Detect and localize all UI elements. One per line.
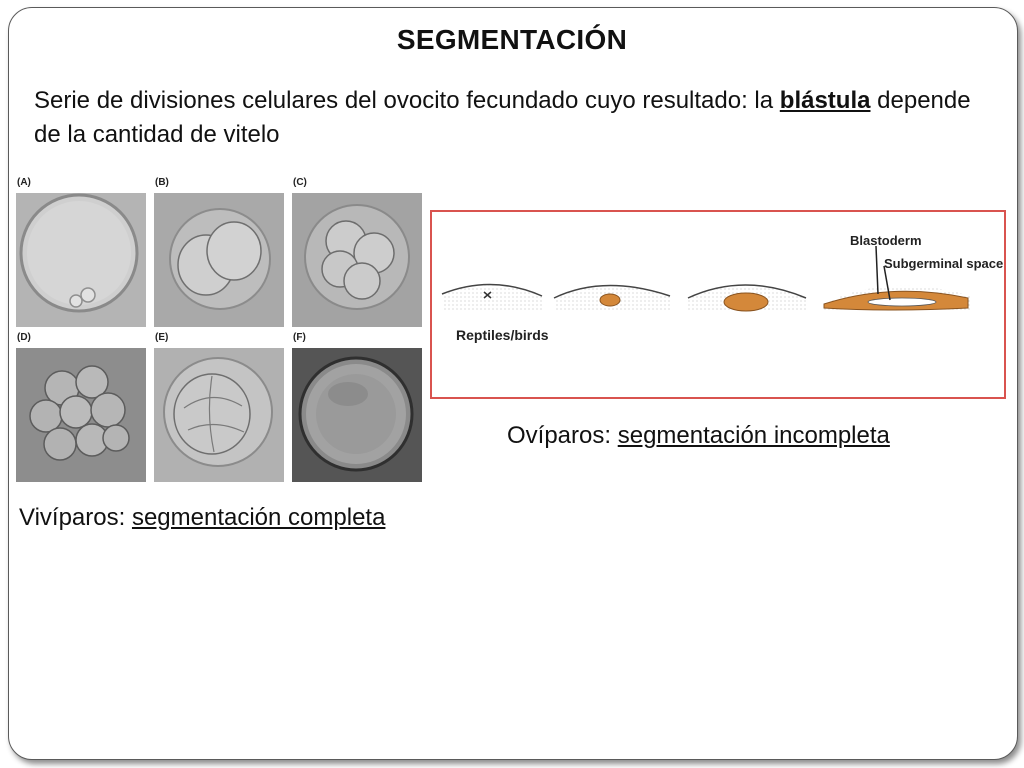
micrograph-label-a: (A) [17,177,31,188]
micrograph-b: (B) [154,177,284,327]
micrograph-e: (E) [154,332,284,482]
micrograph-d: (D) [16,332,146,482]
morula-image [154,348,284,482]
micrograph-c: (C) [292,177,422,327]
label-reptiles-birds: Reptiles/birds [456,327,549,343]
zygote-image [16,193,146,327]
micrograph-label-c: (C) [293,177,307,188]
four-cell-image [292,193,422,327]
viviparous-prefix: Vivíparos: [19,504,132,531]
description-prefix: Serie de divisiones celulares del ovocit… [34,87,780,114]
oviparous-prefix: Ovíparos: [507,422,618,449]
micrograph-a: (A) [16,177,146,327]
blastoderm-diagram: Blastoderm Subgerminal space Reptiles/bi… [430,210,1006,399]
slide-title: SEGMENTACIÓN [396,24,628,55]
label-blastoderm: Blastoderm [850,233,922,248]
oviparous-caption: Ovíparos: segmentación incompleta [507,422,890,450]
embryo-micrograph-grid: (A) (B) (C) (D) [16,177,426,482]
viviparous-caption: Vivíparos: segmentación completa [19,504,385,532]
blastocyst-image [292,348,422,482]
viviparous-term: segmentación completa [131,504,386,531]
slide-description: Serie de divisiones celulares del ovocit… [34,84,994,152]
oviparous-term: segmentación incompleta [617,422,890,449]
micrograph-label-f: (F) [293,332,306,343]
eight-cell-image [16,348,146,482]
description-bold-term: blástula [779,87,871,114]
blastoderm-diagram-illustration: Blastoderm Subgerminal space Reptiles/bi… [441,233,1003,343]
two-cell-image [154,193,284,327]
label-subgerminal-space: Subgerminal space [884,256,1003,271]
micrograph-f: (F) [292,332,422,482]
micrograph-label-d: (D) [17,332,31,343]
micrograph-label-e: (E) [155,332,169,343]
description-suffix: depende de la cantidad de vitelo [34,87,971,148]
micrograph-label-b: (B) [155,177,169,188]
